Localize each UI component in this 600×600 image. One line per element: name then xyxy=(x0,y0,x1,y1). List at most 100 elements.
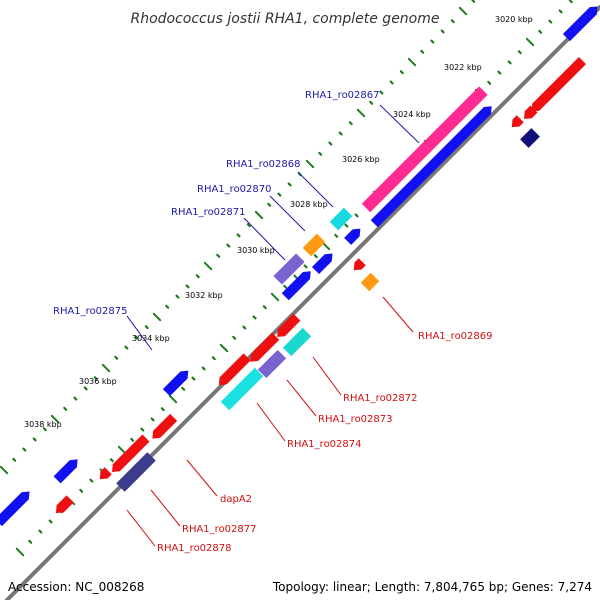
gene-arrow[interactable] xyxy=(274,313,301,341)
leader-ro02867 xyxy=(379,104,420,144)
minor-tick xyxy=(48,519,53,524)
gene-arrow[interactable] xyxy=(247,332,280,366)
gene-block-ro02869[interactable] xyxy=(360,272,380,292)
leader-dapA2 xyxy=(186,459,218,497)
gene-arrow[interactable] xyxy=(311,250,336,275)
leader-ro02873 xyxy=(286,379,317,417)
minor-tick xyxy=(140,427,145,432)
gene-arrow-ro02878[interactable] xyxy=(52,495,74,516)
gene-arrow[interactable] xyxy=(149,413,178,442)
gene-label-ro02873[interactable]: RHA1_ro02873 xyxy=(318,414,393,425)
tick-label: 3020 kbp xyxy=(495,15,533,24)
gene-arrow[interactable] xyxy=(562,3,600,42)
tick-labels: 3020 kbp 3022 kbp 3024 kbp 3026 kbp 3028… xyxy=(24,15,533,429)
leader-ro02874 xyxy=(256,402,286,442)
gene-block-ro02872[interactable] xyxy=(282,327,312,357)
minor-tick xyxy=(89,478,94,483)
map-title: Rhodococcus jostii RHA1, complete genome xyxy=(130,11,439,27)
gene-label-ro02871[interactable]: RHA1_ro02871 xyxy=(171,207,246,218)
gene-arrow[interactable] xyxy=(370,103,495,228)
minor-tick xyxy=(517,50,522,55)
minor-tick xyxy=(334,233,339,238)
gene-arrow[interactable] xyxy=(521,105,538,123)
gene-label-ro02869[interactable]: RHA1_ro02869 xyxy=(418,331,493,342)
major-tick xyxy=(101,363,111,373)
minor-tick xyxy=(379,90,384,95)
minor-tick xyxy=(354,213,359,218)
gene-block-ro02873[interactable] xyxy=(257,349,287,379)
minor-tick xyxy=(211,356,216,361)
minor-tick xyxy=(344,223,349,228)
outer-tick-row xyxy=(0,0,476,475)
major-tick xyxy=(525,37,535,47)
genome-summary-text: Topology: linear; Length: 7,804,765 bp; … xyxy=(272,580,592,594)
minor-tick xyxy=(242,325,247,330)
minor-tick xyxy=(150,417,155,422)
minor-tick xyxy=(12,457,17,462)
major-tick xyxy=(117,445,127,455)
leader-ro02869 xyxy=(382,296,414,333)
minor-tick xyxy=(262,305,267,310)
minor-tick xyxy=(63,406,68,411)
minor-tick xyxy=(130,437,135,442)
gene-arrow[interactable] xyxy=(344,225,364,245)
minor-tick xyxy=(548,19,553,24)
major-tick xyxy=(356,108,366,118)
gene-label-ro02878[interactable]: RHA1_ro02878 xyxy=(157,543,232,554)
gene-label-dapA2[interactable]: dapA2 xyxy=(220,494,252,505)
gene-label-ro02867[interactable]: RHA1_ro02867 xyxy=(305,90,380,101)
gene-arrow[interactable] xyxy=(350,258,366,274)
minor-tick xyxy=(293,274,298,279)
gene-arrow[interactable] xyxy=(281,268,315,301)
gene-label-ro02868[interactable]: RHA1_ro02868 xyxy=(226,159,301,170)
minor-tick xyxy=(277,192,282,197)
major-tick xyxy=(270,292,280,302)
minor-tick xyxy=(79,488,84,493)
gene-arrow[interactable] xyxy=(508,115,524,131)
gene-label-ro02877[interactable]: RHA1_ro02877 xyxy=(182,524,257,535)
gene-label-ro02874[interactable]: RHA1_ro02874 xyxy=(287,439,362,450)
gene-block-ro02874[interactable] xyxy=(220,367,264,411)
gene-arrow-ro02870[interactable] xyxy=(302,233,326,257)
gene-arrow[interactable] xyxy=(96,467,112,483)
major-tick xyxy=(219,343,229,353)
tick-label: 3032 kbp xyxy=(185,291,223,300)
leader-ro02870 xyxy=(269,195,306,232)
minor-tick xyxy=(32,437,37,442)
gene-arrow[interactable] xyxy=(0,488,33,527)
gene-label-ro02875[interactable]: RHA1_ro02875 xyxy=(53,306,128,317)
tick-label: 3022 kbp xyxy=(444,63,482,72)
minor-tick xyxy=(558,9,563,14)
minor-tick xyxy=(185,284,190,289)
gene-arrow-ro02868[interactable] xyxy=(329,207,353,231)
gene-label-ro02870[interactable]: RHA1_ro02870 xyxy=(197,184,272,195)
gene-arrow-dapA2[interactable] xyxy=(108,434,150,475)
minor-tick xyxy=(487,80,492,85)
major-tick xyxy=(50,414,60,424)
minor-tick xyxy=(313,254,318,259)
minor-tick xyxy=(450,19,455,24)
gene-arrow[interactable] xyxy=(162,367,192,397)
gene-arrow-ro02867[interactable] xyxy=(361,86,488,213)
minor-tick xyxy=(109,458,114,463)
minor-tick xyxy=(399,70,404,75)
minor-tick xyxy=(83,386,88,391)
gene-arrow[interactable] xyxy=(53,456,82,484)
gene-block-ro02877[interactable] xyxy=(116,452,156,492)
major-tick xyxy=(458,6,468,16)
gene-arrow[interactable] xyxy=(528,57,586,115)
minor-tick xyxy=(328,141,333,146)
leader-ro02871 xyxy=(243,217,286,261)
label-leaders xyxy=(126,104,420,547)
major-tick xyxy=(407,57,417,67)
gene-label-ro02872[interactable]: RHA1_ro02872 xyxy=(343,393,418,404)
gene-block[interactable] xyxy=(520,128,540,148)
minor-tick xyxy=(114,355,119,360)
tick-label: 3034 kbp xyxy=(132,334,170,343)
inner-tick-row xyxy=(15,0,573,557)
gene-arrow[interactable] xyxy=(215,353,251,388)
minor-tick xyxy=(389,80,394,85)
tick-label: 3026 kbp xyxy=(342,155,380,164)
minor-tick xyxy=(124,345,129,350)
gene-arrow-ro02871[interactable] xyxy=(273,253,305,285)
